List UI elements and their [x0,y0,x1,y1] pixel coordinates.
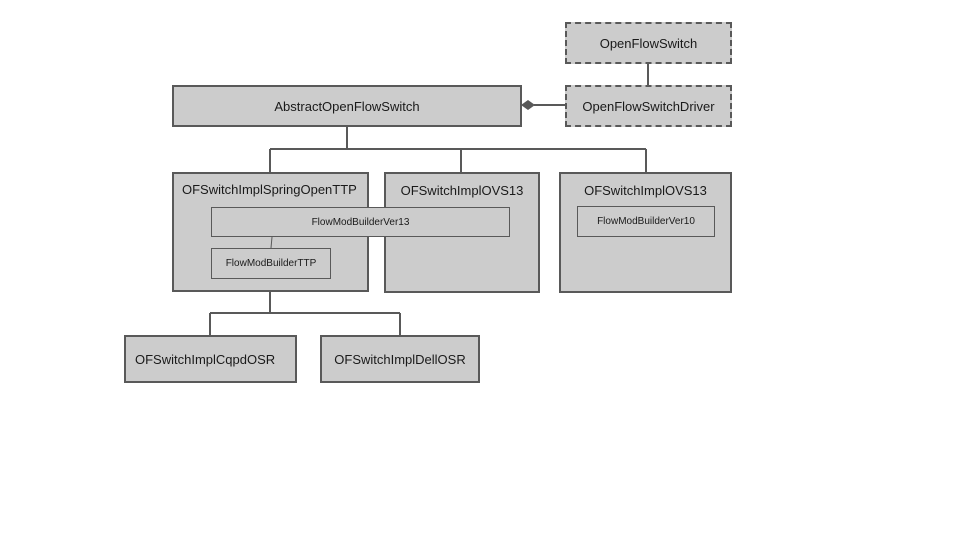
dell-osr-box: OFSwitchImplDellOSR [320,335,480,383]
composition-diamond-icon [521,100,535,110]
spring-open-ttp-label: OFSwitchImplSpringOpenTTP [182,182,357,197]
ovs13-right-label: OFSwitchImplOVS13 [584,183,707,198]
flow-mod-builder-ver13-box: FlowModBuilderVer13 [211,207,510,237]
cqpd-osr-box: OFSwitchImplCqpdOSR [124,335,297,383]
open-flow-switch-driver-box: OpenFlowSwitchDriver [565,85,732,127]
open-flow-switch-label: OpenFlowSwitch [599,35,698,51]
flow-mod-builder-ttp-label: FlowModBuilderTTP [225,258,317,269]
abstract-open-flow-switch-label: AbstractOpenFlowSwitch [274,98,420,114]
flow-mod-builder-ver10-box: FlowModBuilderVer10 [577,206,715,237]
open-flow-switch-box: OpenFlowSwitch [565,22,732,64]
flow-mod-builder-ver13-label: FlowModBuilderVer13 [311,216,410,228]
cqpd-osr-label: OFSwitchImplCqpdOSR [135,351,276,367]
flow-mod-builder-ver10-label: FlowModBuilderVer10 [597,216,695,227]
dell-osr-label: OFSwitchImplDellOSR [334,351,466,367]
ovs13-middle-label: OFSwitchImplOVS13 [400,183,524,198]
abstract-open-flow-switch-box: AbstractOpenFlowSwitch [172,85,522,127]
spring-open-ttp-box: OFSwitchImplSpringOpenTTP [172,172,369,292]
open-flow-switch-driver-label: OpenFlowSwitchDriver [582,98,715,114]
flow-mod-builder-ttp-box: FlowModBuilderTTP [211,248,331,279]
